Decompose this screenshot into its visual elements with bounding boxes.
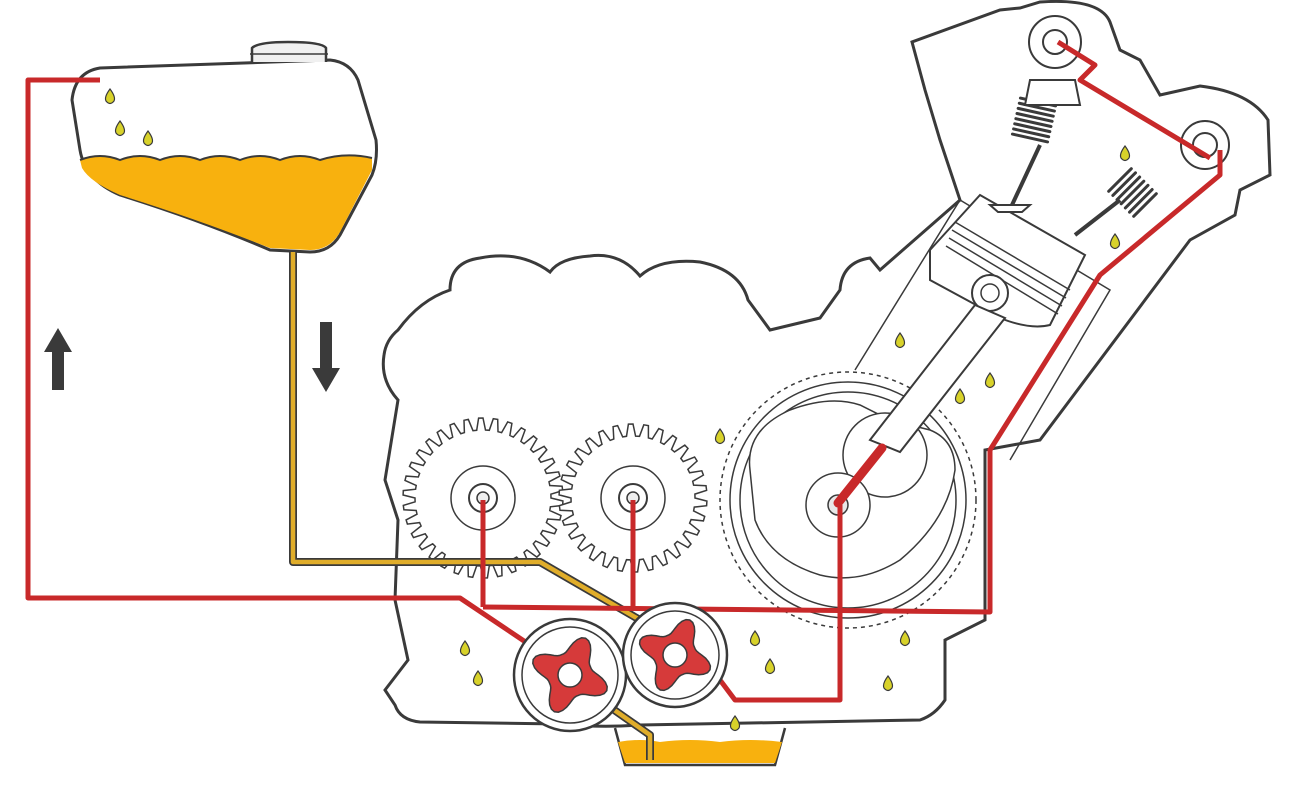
oil-droplets xyxy=(104,87,1131,732)
sump-oil xyxy=(618,740,782,763)
spring-coil xyxy=(1107,167,1133,193)
spring-coil xyxy=(1119,179,1146,206)
oil-tank xyxy=(70,40,378,254)
crankcase-outline xyxy=(381,0,1272,728)
oil-droplet xyxy=(714,427,726,445)
oil-droplet xyxy=(472,669,484,687)
exhaust-valve xyxy=(1073,167,1158,237)
oil-droplet xyxy=(1109,232,1121,250)
oil-droplet xyxy=(764,657,776,675)
oil-droplet xyxy=(114,119,126,137)
oil-droplet xyxy=(894,331,906,349)
pressure-pump xyxy=(621,601,729,709)
spring-coil xyxy=(1132,192,1158,218)
oil-droplet xyxy=(142,129,154,147)
spring-coil xyxy=(1123,183,1150,210)
spring-coil xyxy=(1115,175,1142,202)
spring-coil xyxy=(1012,127,1051,139)
oil-droplet xyxy=(1119,144,1131,162)
oil-feed-line xyxy=(25,39,1223,703)
flywheel-teeth xyxy=(719,371,977,629)
intake-tappet xyxy=(1023,79,1082,106)
oil-droplet xyxy=(749,629,761,647)
piston xyxy=(929,193,1087,328)
arrow-down-icon xyxy=(312,322,340,392)
tank-filler-cap xyxy=(250,40,328,62)
oil-return-line xyxy=(289,252,654,760)
cylinder xyxy=(854,193,1112,461)
flywheel-inner xyxy=(739,391,957,609)
spring-coil xyxy=(1014,117,1053,128)
oil-droplet xyxy=(104,87,116,105)
oil-droplet xyxy=(984,371,996,389)
oil-droplet xyxy=(729,714,741,732)
camshaft-upper xyxy=(1028,15,1082,69)
tank-oil xyxy=(80,155,372,250)
exhaust-valve-spring xyxy=(1107,167,1158,218)
oil-droplet xyxy=(459,639,471,657)
spring-coil xyxy=(1128,188,1154,214)
feed-line-crank xyxy=(718,505,843,703)
oil-droplet xyxy=(954,387,966,405)
spring-coil xyxy=(1013,122,1052,134)
spring-coil xyxy=(1015,112,1054,123)
feed-line-pump-to-tank xyxy=(25,77,532,648)
spring-coil xyxy=(1111,171,1137,197)
arrow-up-icon xyxy=(44,328,72,390)
feed-line-cam-rocker xyxy=(1056,39,1212,161)
scavenge-pump xyxy=(512,617,628,733)
connecting-rod xyxy=(868,303,1007,454)
oil-droplet xyxy=(899,629,911,647)
spring-coil xyxy=(1016,106,1055,118)
timing-gear-middle xyxy=(558,423,708,573)
oil-droplet xyxy=(882,674,894,692)
tank-oil-line xyxy=(79,154,373,162)
feed-line-main-gallery xyxy=(482,150,1223,615)
spring-coil xyxy=(1010,132,1050,144)
flywheel-rim xyxy=(729,381,967,619)
intake-valve xyxy=(987,79,1082,213)
feed-line-crankpin xyxy=(833,443,887,508)
